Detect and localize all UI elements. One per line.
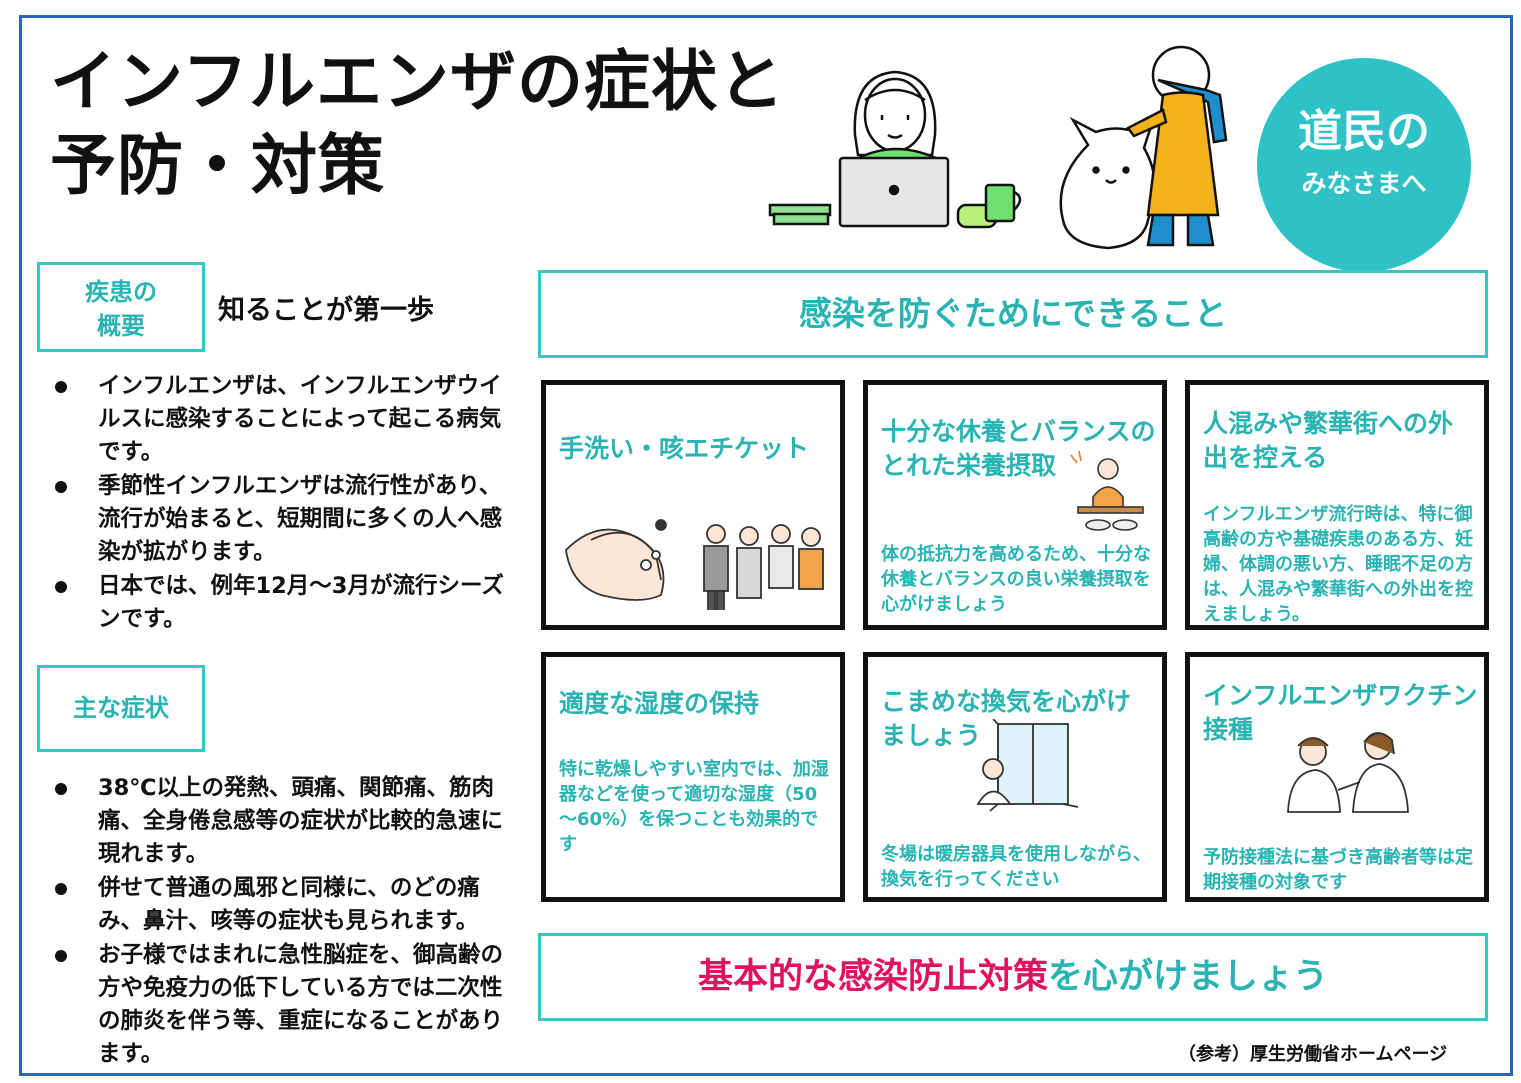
bullet-icon [55,381,67,393]
bullet-icon [55,883,67,895]
list-item: お子様ではまれに急性脳症を、御高齢の方や免疫力の低下している方では二次性の肺炎を… [40,939,520,1071]
list-item: 38℃以上の発熱、頭痛、関節痛、筋肉痛、全身倦怠感等の症状が比較的急速に現れます… [40,772,520,871]
handwashing-illustration [565,519,824,610]
card-ventilation: こまめな換気を心がけ ましょう 冬場は暖房器具を使用しながら、換気を行ってくださ… [863,652,1167,902]
card-title-line2: 接種 [1203,715,1254,744]
card-body: インフルエンザ流行時は、特に御高齢の方や基礎疾患のある方、妊婦、体調の悪い方、睡… [1203,504,1473,625]
overview-tag-line2: 概要 [97,312,145,340]
card-body: 体の抵抗力を高めるため、十分な休養とバランスの良い栄養摂取を心がけましょう [881,544,1151,615]
page-title-line2: 予防・対策 [50,127,385,204]
person-laptop-illustration [768,70,1022,229]
bullet-icon [55,481,67,493]
footer-banner: 基本的な感染防止対策を心がけましょう [538,933,1488,1021]
card-humidity: 適度な湿度の保持 特に乾燥しやすい室内では、加湿器などを使って適切な湿度（50～… [541,652,845,902]
card-title-line2: ましょう [881,721,982,750]
card-body: 冬場は暖房器具を使用しながら、換気を行ってください [881,844,1151,890]
card-avoid-crowds: 人混みや繁華街への外 出を控える インフルエンザ流行時は、特に御高齢の方や基礎疾… [1185,380,1489,630]
card-rest-nutrition: 十分な休養とバランスの とれた栄養摂取 体の抵抗力を高めるため、十分な休養とバラ… [863,380,1167,630]
list-item-text: 日本では、例年12月～3月が流行シーズンです。 [98,573,504,632]
list-item-text: 季節性インフルエンザは流行性があり、流行が始まると、短期間に多くの人へ感染が拡が… [98,473,503,565]
card-handwashing: 手洗い・咳エチケット [541,380,845,630]
bullet-icon [55,950,67,962]
reference-note: （参考）厚生労働省ホームページ [1178,1044,1448,1065]
card-title-line1: インフルエンザワクチン [1203,681,1478,710]
person-cat-illustration [1059,45,1228,250]
window-ventilation-illustration [976,719,1079,812]
card-title-line1: こまめな換気を心がけ [881,687,1132,716]
symptoms-tag: 主な症状 [37,665,205,752]
footer-part2: 感染防止対策 [837,957,1048,997]
overview-tag-line1: 疾患の [85,278,157,306]
card-title-line2: 出を控える [1203,443,1328,472]
overview-list: インフルエンザは、インフルエンザウイルスに感染することによって起こる病気です。 … [40,370,520,637]
card-vaccination: インフルエンザワクチン 接種 予防接種法に基づき高齢者等は定期接種の対象です [1185,652,1489,902]
page-title: インフルエンザの症状と 予防・対策 [50,40,785,208]
footer-part1: 基本的な [697,957,838,997]
list-item: 併せて普通の風邪と同様に、のどの痛み、鼻汁、咳等の症状も見られます。 [40,872,520,938]
meal-illustration [1070,450,1144,531]
card-title-line1: 人混みや繁華街への外 [1203,409,1454,438]
card-title: 十分な休養とバランスの とれた栄養摂取 [881,415,1156,483]
list-item-text: お子様ではまれに急性脳症を、御高齢の方や免疫力の低下している方では二次性の肺炎を… [98,942,504,1067]
overview-side-label: 知ることが第一歩 [218,295,434,326]
card-title: 手洗い・咳エチケット [559,434,810,463]
overview-tag: 疾患の 概要 [37,262,205,352]
prevention-banner: 感染を防ぐためにできること [538,270,1488,358]
footer-part3: を心がけましょう [1048,957,1329,997]
bullet-icon [55,783,67,795]
card-title-line2: とれた栄養摂取 [881,451,1057,480]
page-title-line1: インフルエンザの症状と [50,43,786,120]
badge-line1: 道民の [1298,106,1430,157]
list-item-text: インフルエンザは、インフルエンザウイルスに感染することによって起こる病気です。 [98,373,502,465]
card-body: 予防接種法に基づき高齢者等は定期接種の対象です [1203,847,1473,893]
card-title: こまめな換気を心がけ ましょう [881,685,1131,753]
card-title: インフルエンザワクチン 接種 [1203,679,1477,747]
list-item: インフルエンザは、インフルエンザウイルスに感染することによって起こる病気です。 [40,370,520,469]
list-item-text: 併せて普通の風邪と同様に、のどの痛み、鼻汁、咳等の症状も見られます。 [98,875,480,934]
card-title: 適度な湿度の保持 [559,689,760,718]
list-item: 日本では、例年12月～3月が流行シーズンです。 [40,570,520,636]
card-body: 特に乾燥しやすい室内では、加湿器などを使って適切な湿度（50～60%）を保つこと… [559,759,829,855]
bullet-icon [55,581,67,593]
audience-badge: 道民の みなさまへ [1257,58,1471,272]
list-item-text: 38℃以上の発熱、頭痛、関節痛、筋肉痛、全身倦怠感等の症状が比較的急速に現れます… [98,775,504,867]
badge-line2: みなさまへ [1301,169,1427,198]
list-item: 季節性インフルエンザは流行性があり、流行が始まると、短期間に多くの人へ感染が拡が… [40,470,520,569]
card-title: 人混みや繁華街への外 出を控える [1203,407,1453,475]
poster-frame [19,15,1513,1076]
symptoms-list: 38℃以上の発熱、頭痛、関節痛、筋肉痛、全身倦怠感等の症状が比較的急速に現れます… [40,772,520,1072]
vaccination-illustration [1287,732,1409,813]
card-title-line1: 十分な休養とバランスの [881,417,1156,446]
